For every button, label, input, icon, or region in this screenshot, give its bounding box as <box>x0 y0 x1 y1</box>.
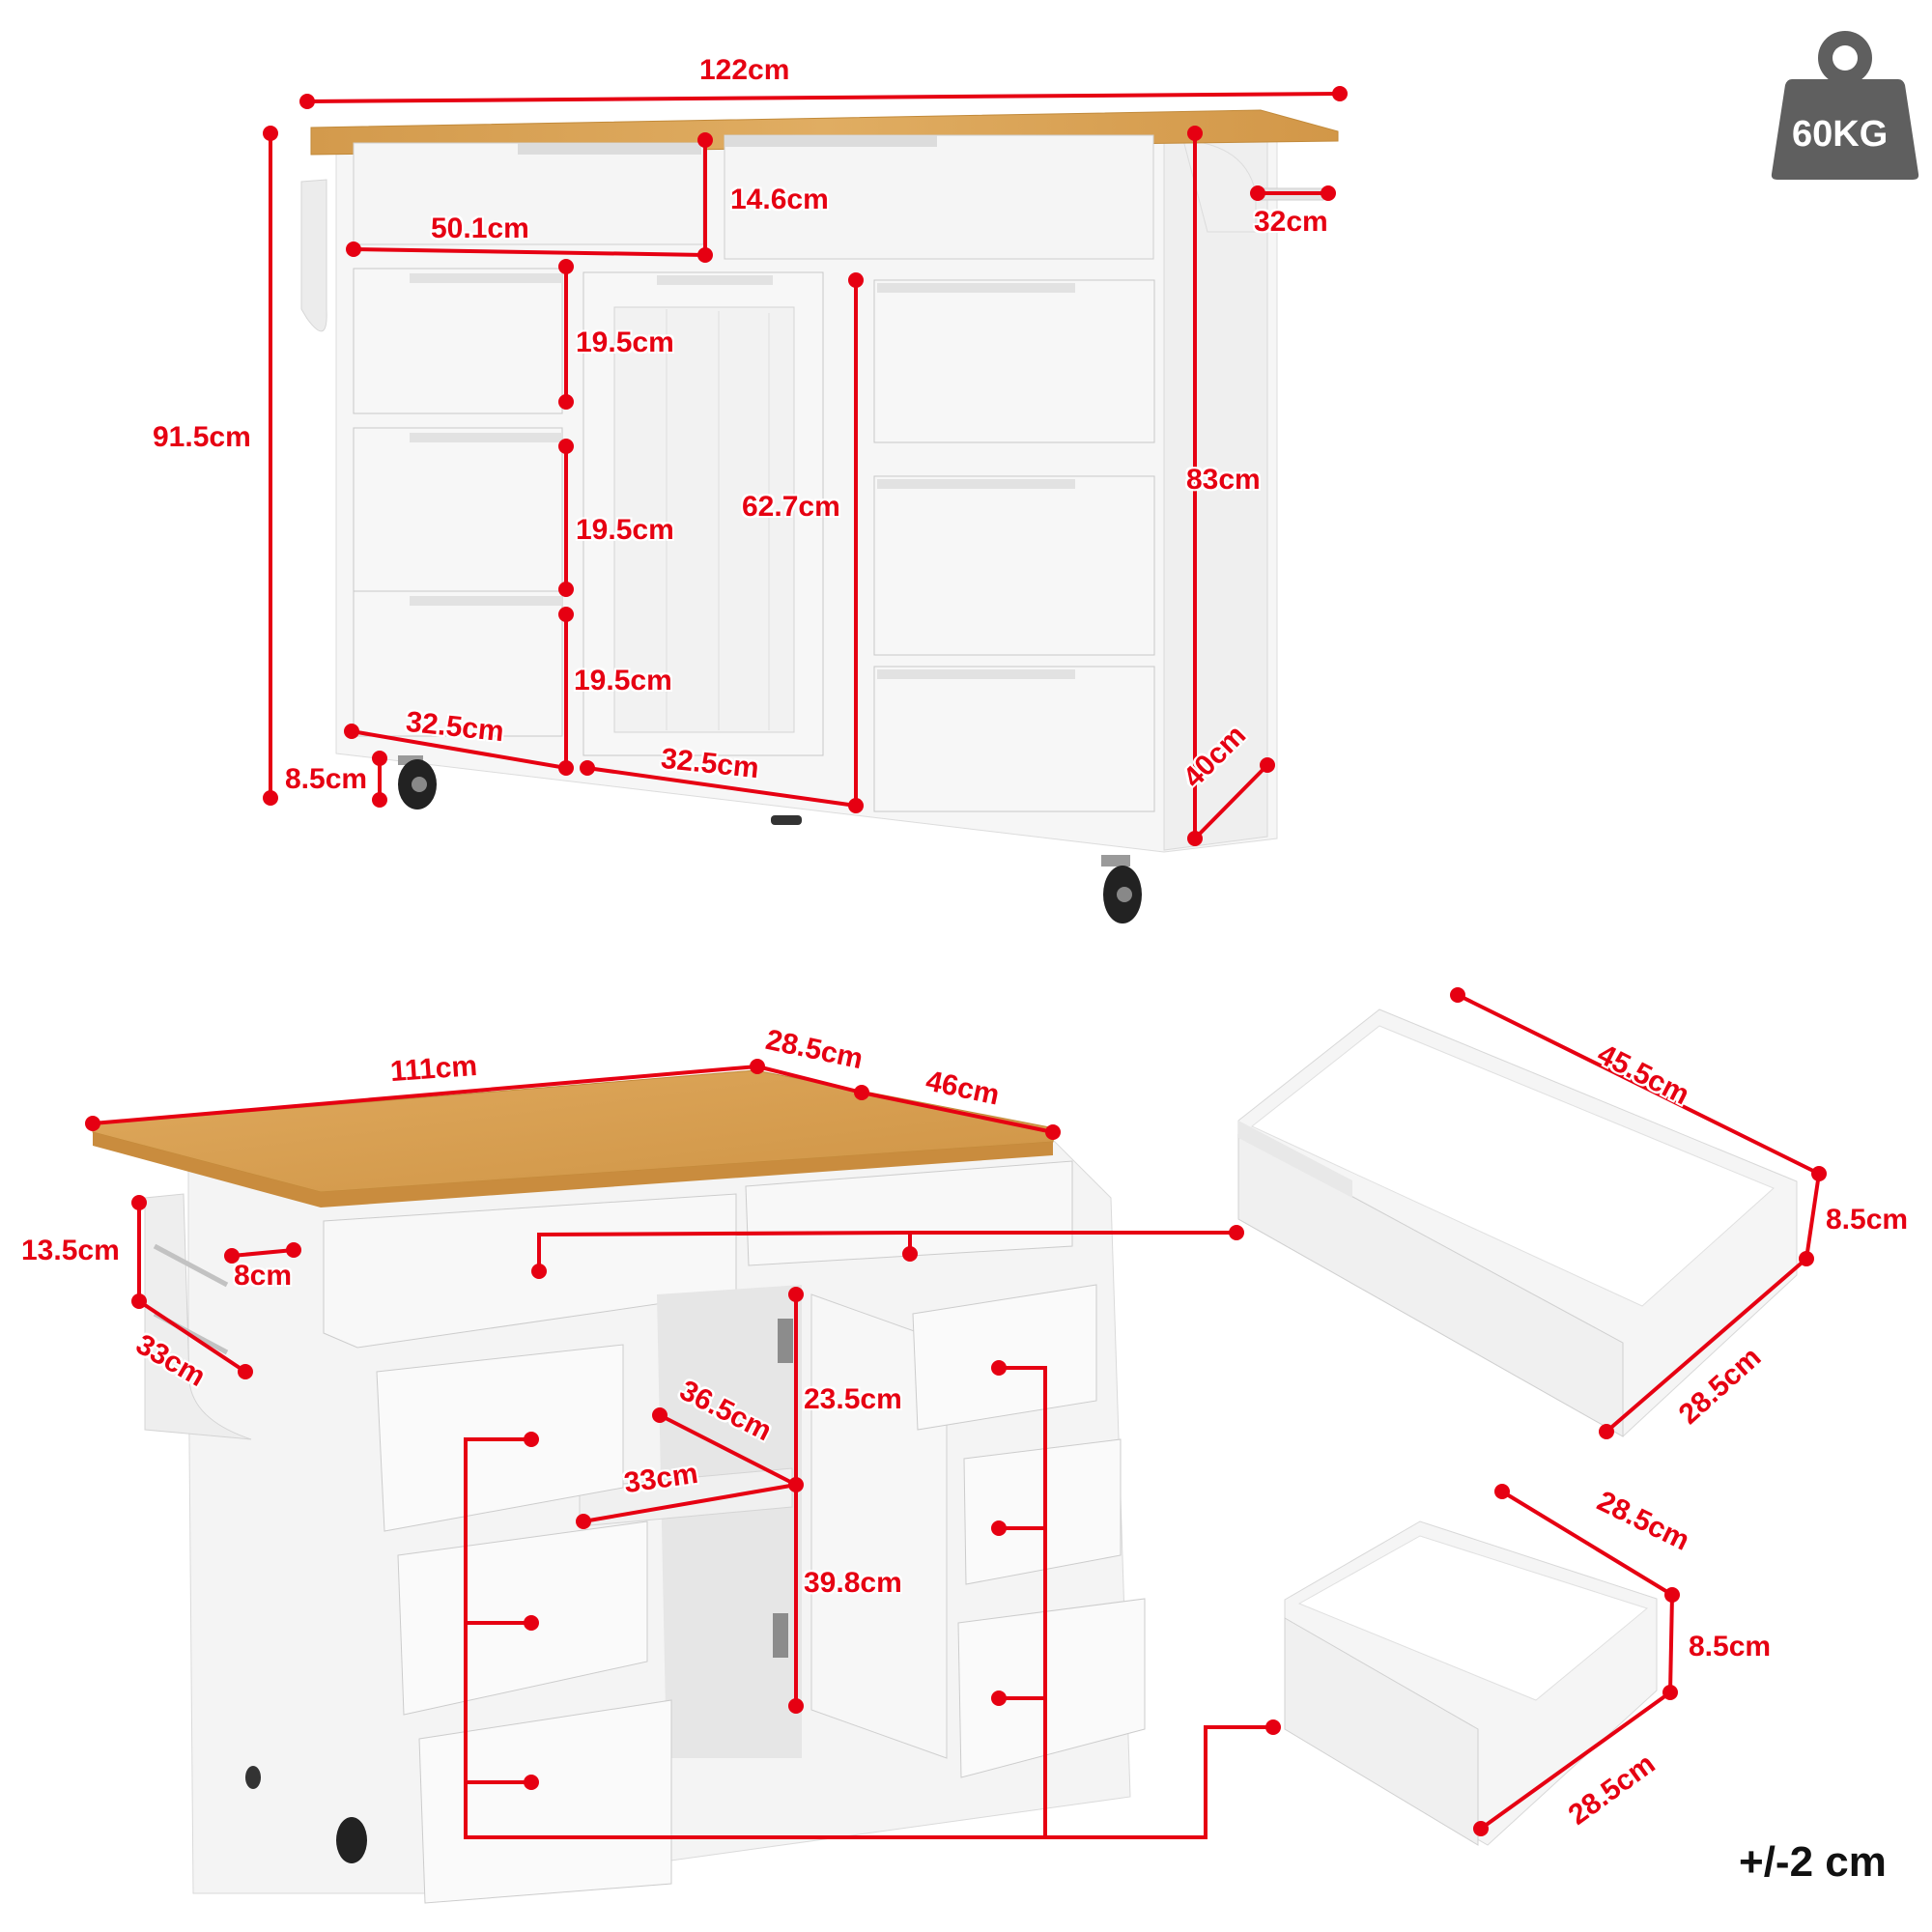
upper-compartment-label: 23.5cm <box>804 1383 902 1415</box>
small-drawer-illustration <box>1284 1520 1658 1846</box>
drawer-height-label-2: 19.5cm <box>576 514 674 546</box>
iso-view-cabinet <box>92 1069 1146 1904</box>
iso-view-dimensions <box>85 1059 1281 1839</box>
overall-width-label: 122cm <box>699 54 790 86</box>
large-drawer-height-label: 8.5cm <box>1826 1204 1909 1236</box>
towel-bar-depth-label: 32cm <box>1254 206 1328 238</box>
drawer-height-label-3: 19.5cm <box>574 665 672 696</box>
top-drawer-height-label: 14.6cm <box>730 184 829 215</box>
lower-compartment-label: 39.8cm <box>804 1567 902 1599</box>
body-height-label: 83cm <box>1186 464 1261 496</box>
door-height-label: 62.7cm <box>742 491 840 523</box>
overall-height-label: 91.5cm <box>153 421 251 453</box>
weight-icon <box>1771 31 1919 180</box>
weight-capacity-label: 60KG <box>1792 114 1889 155</box>
small-drawer-height-label: 8.5cm <box>1689 1631 1772 1662</box>
rack-height-label: 13.5cm <box>21 1235 120 1266</box>
large-drawer-dimensions <box>1450 987 1827 1439</box>
caster-height-label: 8.5cm <box>285 763 368 795</box>
top-drawer-width-label: 50.1cm <box>431 213 529 244</box>
small-drawer-dimensions <box>1473 1484 1680 1836</box>
large-drawer-illustration <box>1237 1009 1798 1437</box>
caster-wheel <box>1101 855 1142 923</box>
front-view-cabinet <box>300 109 1339 923</box>
caster-wheel <box>398 755 437 810</box>
rack-width-label: 8cm <box>234 1260 293 1292</box>
tolerance-note: +/-2 cm <box>1739 1838 1887 1886</box>
front-view-dimensions <box>263 86 1348 846</box>
drawer-height-label-1: 19.5cm <box>576 327 674 358</box>
top-length-label: 111cm <box>388 1049 479 1089</box>
